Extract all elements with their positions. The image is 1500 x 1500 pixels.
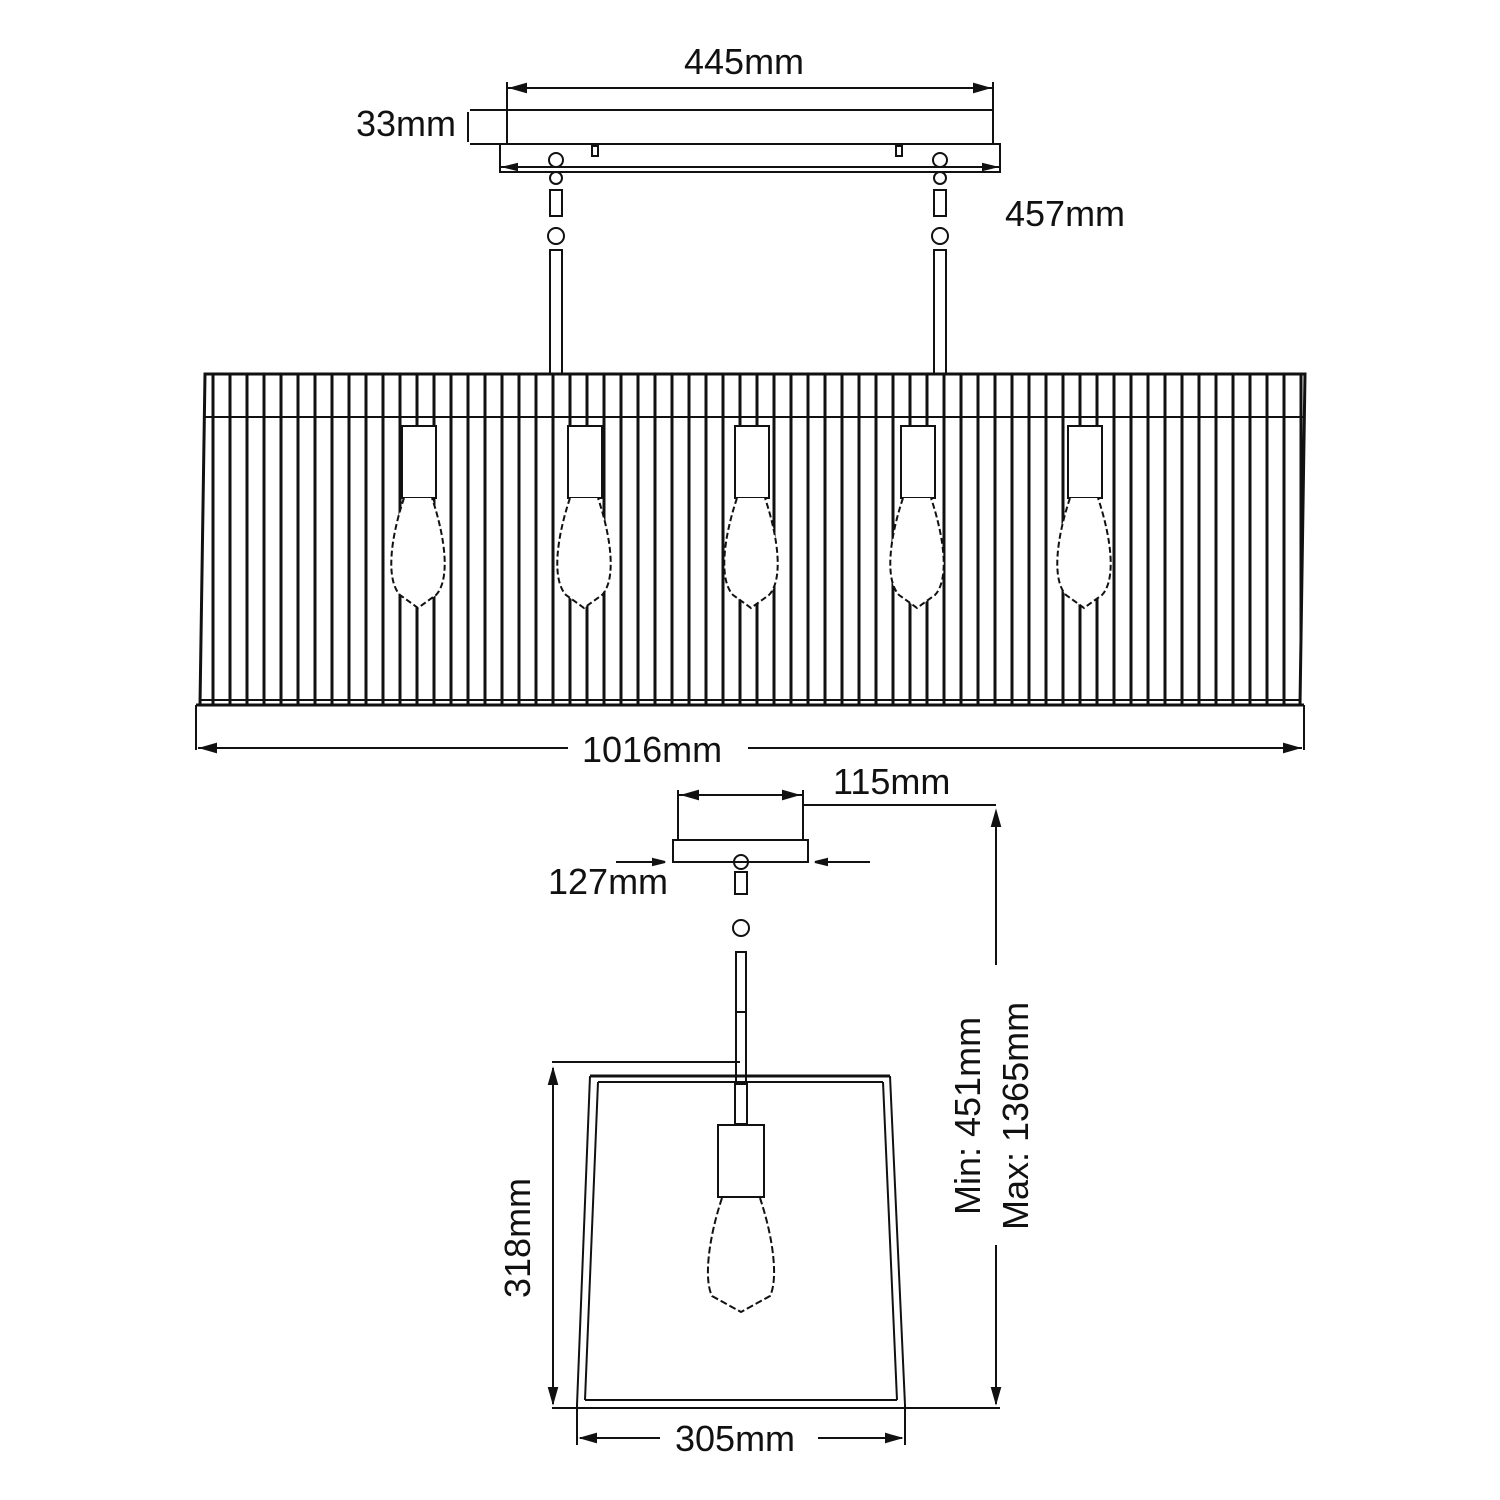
- shade-width-label: 305mm: [675, 1418, 796, 1459]
- overall-width-label: 1016mm: [582, 729, 723, 770]
- linear-fixture: [195, 82, 1307, 754]
- chain-right: [931, 152, 949, 375]
- pendant-fixture: [547, 789, 1002, 1445]
- canopy-depth-label: 33mm: [356, 103, 457, 144]
- pendant-canopy-diameter-label: 127mm: [548, 861, 669, 902]
- pendant-canopy-width-label: 115mm: [833, 761, 951, 802]
- chain-left: [547, 152, 565, 375]
- min-height-label: Min: 451mm: [947, 1016, 988, 1215]
- max-height-label: Max: 1365mm: [995, 1001, 1036, 1230]
- drop-length-label: 457mm: [1005, 193, 1126, 234]
- shade-height-label: 318mm: [497, 1177, 538, 1298]
- bulbs: [390, 425, 1112, 610]
- canopy-width-label: 445mm: [684, 41, 805, 82]
